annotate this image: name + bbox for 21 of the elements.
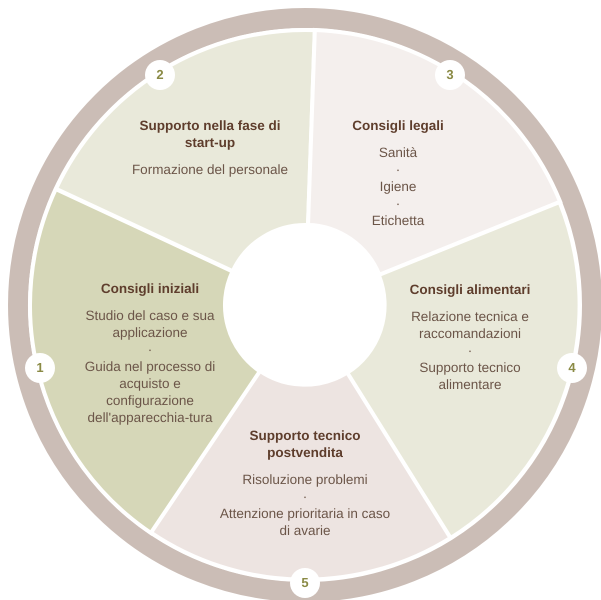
segment-text: · — [302, 488, 308, 505]
segment-text: Guida nel processo di acquisto e configurazione dell'apparecchia-tura — [84, 358, 216, 426]
segment-text: Sanità — [378, 144, 418, 161]
segment-text: · — [146, 340, 154, 358]
segment-title: Supporto nella fase di start-up — [138, 117, 282, 151]
segment-title: Consigli iniziali — [100, 280, 200, 297]
segment-text: · — [394, 194, 402, 212]
segment — [56, 30, 315, 272]
segment-text: Studio del caso e sua applicazione — [84, 306, 216, 341]
segment-text: Etichetta — [370, 212, 426, 229]
segment-text: · — [466, 342, 474, 359]
segment-text: Relazione tecnica e raccomandazioni — [410, 308, 530, 342]
segment-text: Attenzione prioritaria in caso di avarie — [218, 504, 392, 539]
segment-text: Supporto tecnico alimentare — [418, 358, 522, 393]
segment-title: Consigli alimentari — [408, 280, 532, 298]
segment-title: Supporto tecnico postvendita — [248, 426, 362, 461]
segment-text: Igiene — [378, 178, 418, 195]
segment-text: · — [394, 160, 402, 178]
segment-title: Consigli legali — [351, 116, 445, 134]
segment-text: Risoluzione problemi — [241, 470, 369, 488]
segment-text: Formazione del personale — [130, 161, 290, 178]
